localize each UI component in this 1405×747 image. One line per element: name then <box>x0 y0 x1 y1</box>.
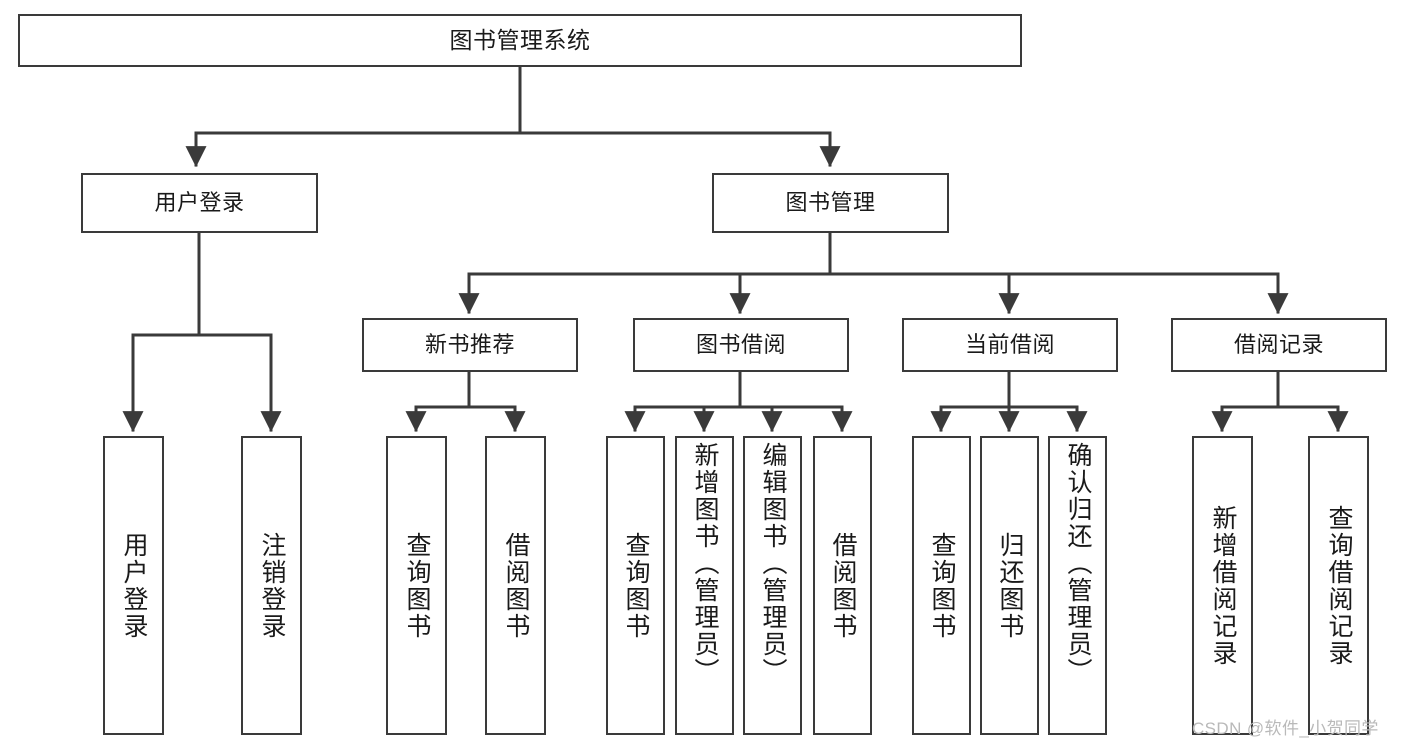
leaf-book-borrow-edit-book-admin[interactable]: 编辑图书（管理员） <box>743 436 802 735</box>
leaf-user-login-login[interactable]: 用户登录 <box>103 436 164 735</box>
node-label: 注销登录 <box>258 531 286 640</box>
leaf-book-borrow-borrow-book[interactable]: 借阅图书 <box>813 436 872 735</box>
node-label: 借阅图书 <box>502 531 530 640</box>
node-label: 当前借阅 <box>964 332 1055 358</box>
leaf-current-borrow-query-book[interactable]: 查询图书 <box>912 436 971 735</box>
leaf-book-borrow-add-book-admin[interactable]: 新增图书（管理员） <box>675 436 734 735</box>
node-label: 编辑图书（管理员） <box>759 442 787 685</box>
node-root-book-management-system[interactable]: 图书管理系统 <box>18 14 1022 67</box>
node-label: 新增借阅记录 <box>1209 504 1237 667</box>
node-label: 用户登录 <box>154 190 245 216</box>
leaf-new-book-borrow-book[interactable]: 借阅图书 <box>485 436 546 735</box>
node-label: 新增图书（管理员） <box>691 442 719 685</box>
node-label: 借阅图书 <box>829 531 857 640</box>
node-new-book-recommendation[interactable]: 新书推荐 <box>362 318 578 372</box>
node-label: 查询图书 <box>622 531 650 640</box>
leaf-current-borrow-confirm-return-admin[interactable]: 确认归还（管理员） <box>1048 436 1107 735</box>
node-user-login[interactable]: 用户登录 <box>81 173 318 233</box>
node-label: 图书管理系统 <box>449 26 591 53</box>
leaf-new-book-query-book[interactable]: 查询图书 <box>386 436 447 735</box>
node-label: 归还图书 <box>996 531 1024 640</box>
node-label: 新书推荐 <box>424 332 515 358</box>
node-label: 图书借阅 <box>695 332 786 358</box>
node-book-management[interactable]: 图书管理 <box>712 173 949 233</box>
node-label: 借阅记录 <box>1233 332 1324 358</box>
node-label: 查询图书 <box>403 531 431 640</box>
node-label: 用户登录 <box>120 531 148 640</box>
leaf-current-borrow-return-book[interactable]: 归还图书 <box>980 436 1039 735</box>
node-label: 查询借阅记录 <box>1325 504 1353 667</box>
node-label: 确认归还（管理员） <box>1064 442 1092 685</box>
leaf-borrow-record-add-record[interactable]: 新增借阅记录 <box>1192 436 1253 735</box>
leaf-borrow-record-query-record[interactable]: 查询借阅记录 <box>1308 436 1369 735</box>
node-book-borrowing[interactable]: 图书借阅 <box>633 318 849 372</box>
node-label: 图书管理 <box>785 190 876 216</box>
node-borrowing-record[interactable]: 借阅记录 <box>1171 318 1387 372</box>
leaf-book-borrow-query-book[interactable]: 查询图书 <box>606 436 665 735</box>
node-label: 查询图书 <box>928 531 956 640</box>
leaf-user-login-logout[interactable]: 注销登录 <box>241 436 302 735</box>
csdn-watermark: CSDN @软件_小贺同学 <box>1192 719 1379 738</box>
node-current-borrowing[interactable]: 当前借阅 <box>902 318 1118 372</box>
